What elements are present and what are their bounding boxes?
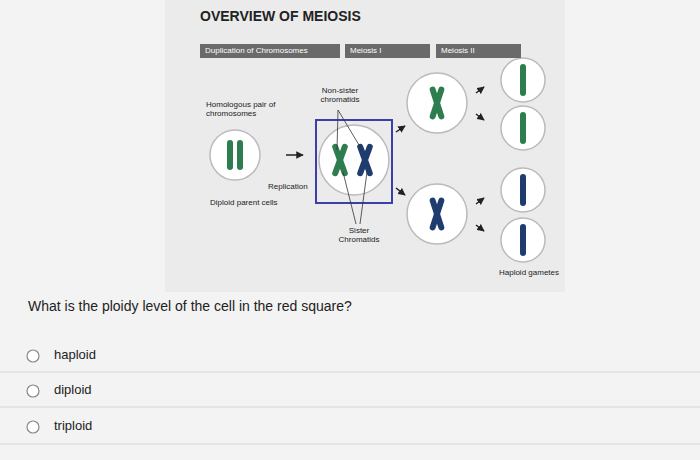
gamete-cell [501,58,545,102]
separator [0,407,700,408]
callout-label: Non-sister chromatids [318,86,362,104]
leader-line [343,172,356,224]
chromosome [227,140,233,170]
callout-label: Haploid gametes [494,268,564,277]
gamete-cell [501,106,545,150]
separator [0,372,700,373]
highlight-square [316,120,392,203]
callout-label: Sister Chromatids [334,226,384,244]
arrow [396,126,405,132]
chromosome [429,86,445,120]
cell [407,73,467,133]
phase-label: Meiosis I [350,46,425,56]
arrow [476,198,484,204]
callout-label: Diploid parent cells [210,198,300,207]
cell [407,184,467,244]
gamete-cell [501,168,545,212]
leader-line [360,172,367,224]
gamete-cell [501,218,545,262]
figure-ground [165,0,565,292]
answer-option: diploid [54,383,254,398]
cell [210,130,260,180]
chromosome [520,174,526,206]
chromosome [520,112,526,144]
chromosome [520,224,526,256]
separator [0,444,700,445]
radio-button [27,350,39,362]
leader-line [337,110,338,150]
callout-label: Homologous pair of chromosomes [206,100,288,118]
arrow [476,87,484,93]
phase-label: Meiosis II [441,46,516,56]
radio-button [27,421,39,433]
chromosome [429,197,445,231]
phase-label: Duplication of Chromosomes [205,46,335,56]
chromosome [331,143,373,177]
radio-button [27,385,39,397]
chromosome [237,140,243,170]
arrow [286,154,303,156]
arrow [476,114,484,120]
answer-option: haploid [54,348,254,363]
phase-header: Meiosis I [345,44,430,58]
callout-label: Replication [268,182,314,191]
chromosome [520,64,526,96]
answer-option: triploid [54,419,254,434]
figure-title: OVERVIEW OF MEIOSIS [200,8,361,24]
arrow [396,188,405,195]
arrow [476,225,484,231]
phase-header: Meiosis II [436,44,521,58]
question-text: What is the ploidy level of the cell in … [28,298,628,314]
leader-line [338,110,362,150]
cell [319,125,389,195]
phase-header: Duplication of Chromosomes [200,44,340,58]
